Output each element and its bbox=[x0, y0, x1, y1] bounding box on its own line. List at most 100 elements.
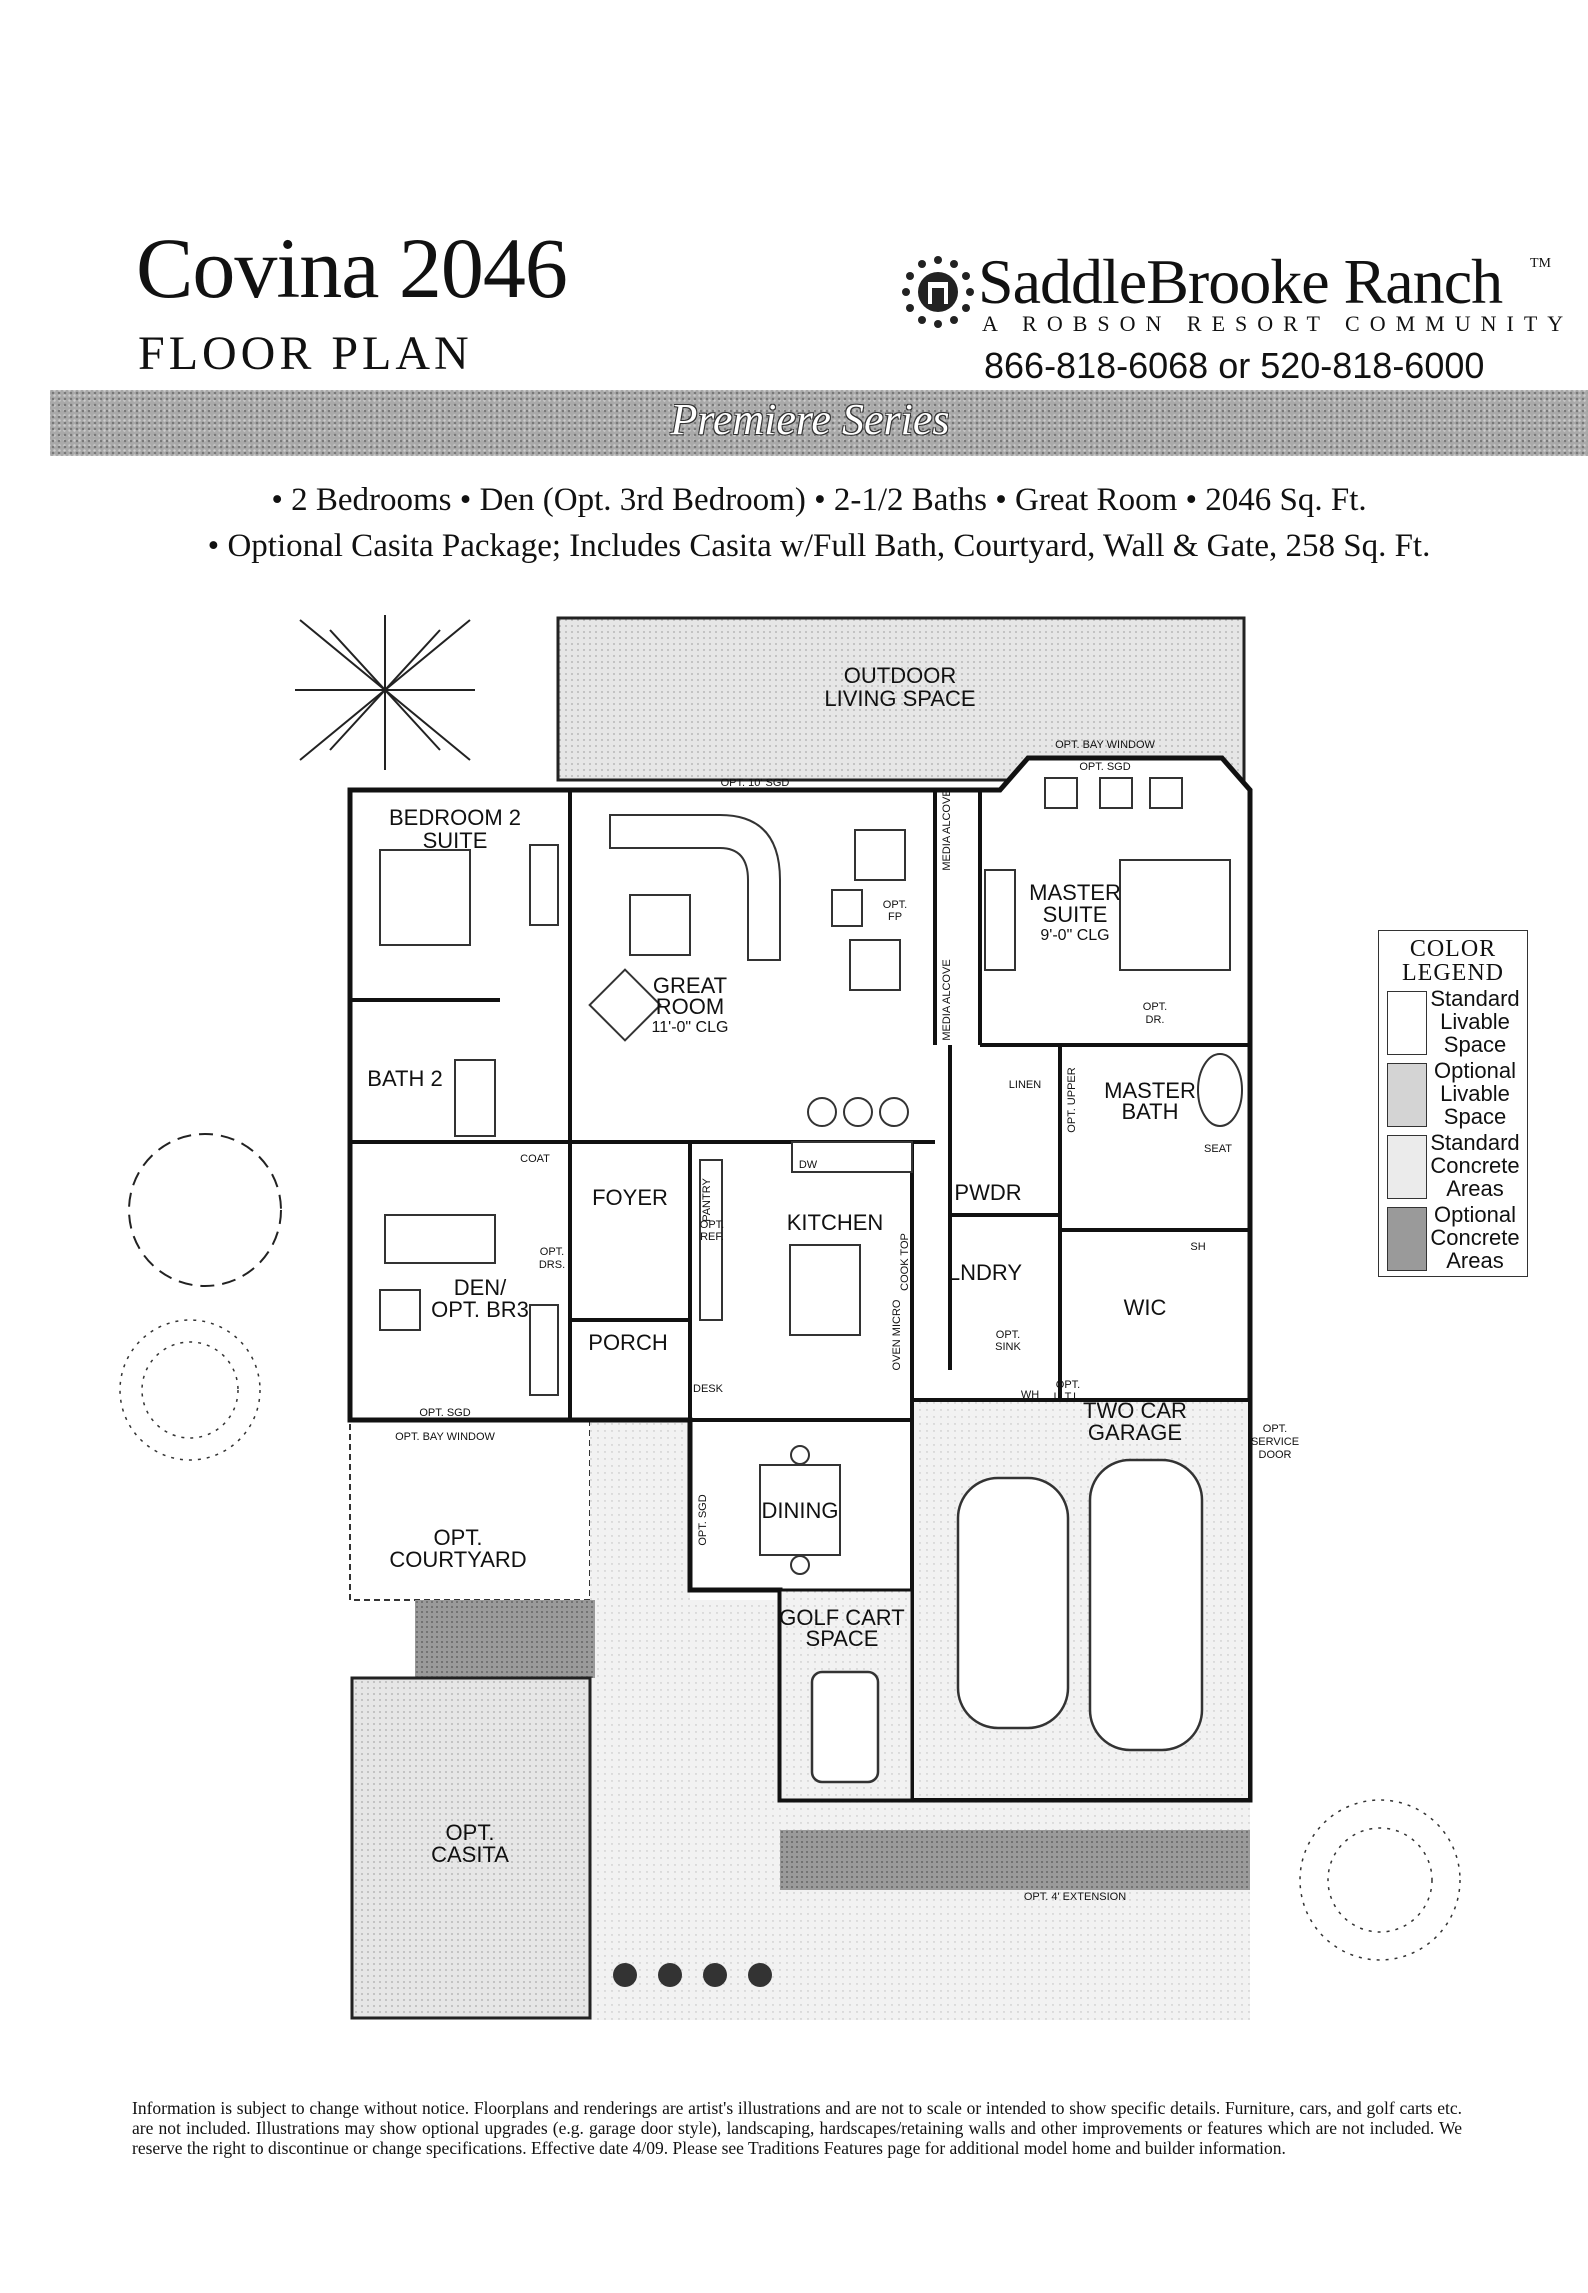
side-table bbox=[831, 889, 863, 927]
legend-swatch bbox=[1387, 1207, 1427, 1271]
garage-label-1: TWO CAR bbox=[1083, 1398, 1187, 1423]
note-opt-sgd-top: OPT. SGD bbox=[1079, 761, 1130, 773]
note-opt-service-door-3: DOOR bbox=[1259, 1449, 1292, 1461]
note-opt-bay-window-den: OPT. BAY WINDOW bbox=[395, 1431, 495, 1443]
outdoor-label-2: LIVING SPACE bbox=[824, 686, 975, 711]
note-opt-upper: OPT. UPPER bbox=[1066, 1067, 1078, 1132]
plan-subtitle: FLOOR PLAN bbox=[138, 327, 473, 380]
den-sofa bbox=[529, 1304, 559, 1396]
shrub-row bbox=[613, 1963, 772, 1987]
powder-label: PWDR bbox=[954, 1180, 1021, 1205]
legend-title: COLOR LEGEND bbox=[1379, 937, 1527, 985]
note-opt-service-door-2: SERVICE bbox=[1251, 1436, 1299, 1448]
legend-swatch bbox=[1387, 991, 1427, 1055]
den-label-2: OPT. BR3 bbox=[431, 1297, 529, 1322]
floor-plan: OUTDOOR LIVING SPACE BEDROOM 2 SUITE GRE… bbox=[119, 615, 1461, 2020]
kitchen-counter bbox=[791, 1141, 913, 1173]
note-media-alcove-1: MEDIA ALCOVE bbox=[941, 789, 953, 870]
pantry-counter bbox=[699, 1159, 723, 1321]
dining-chair-1 bbox=[790, 1445, 810, 1465]
note-opt-utl-1: OPT. bbox=[1056, 1379, 1080, 1391]
note-opt-bay-window-top: OPT. BAY WINDOW bbox=[1055, 739, 1155, 751]
master-bath-label-2: BATH bbox=[1121, 1099, 1178, 1124]
note-opt-sgd-dining: OPT. SGD bbox=[697, 1494, 709, 1545]
note-opt-service-door-1: OPT. bbox=[1263, 1423, 1287, 1435]
great-room-label-2: ROOM bbox=[656, 994, 724, 1019]
master-bed bbox=[1119, 859, 1231, 971]
features-line-2: • Optional Casita Package; Includes Casi… bbox=[207, 528, 1431, 564]
phone-numbers: 866-818-6068 or 520-818-6000 bbox=[984, 345, 1485, 386]
armchair-right bbox=[854, 829, 906, 881]
master-dresser bbox=[984, 869, 1016, 971]
bath2-label: BATH 2 bbox=[367, 1066, 442, 1091]
laundry-label: LNDRY bbox=[948, 1260, 1023, 1285]
disclaimer-text: Information is subject to change without… bbox=[132, 2098, 1462, 2158]
note-opt-drs-2: DRS. bbox=[539, 1259, 565, 1271]
outdoor-living-area bbox=[556, 616, 1246, 782]
golf-cart-label-2: SPACE bbox=[806, 1626, 879, 1651]
note-opt-10-sgd: OPT. 10' SGD bbox=[721, 777, 790, 789]
kitchen-label: KITCHEN bbox=[787, 1210, 884, 1235]
shrub-cluster-right bbox=[1299, 1799, 1461, 1961]
great-room-label-3: 11'-0" CLG bbox=[652, 1019, 729, 1036]
note-opt-ref-2: REF. bbox=[700, 1231, 724, 1243]
note-coat: COAT bbox=[520, 1153, 550, 1165]
bath2-tub bbox=[454, 1059, 496, 1137]
front-walk bbox=[590, 1600, 780, 2020]
den-label-1: DEN/ bbox=[454, 1275, 507, 1300]
series-banner bbox=[50, 390, 1588, 456]
tree-symbol bbox=[295, 615, 475, 770]
master-chair-2 bbox=[1099, 777, 1133, 809]
dining-label: DINING bbox=[762, 1498, 839, 1523]
master-chair-3 bbox=[1149, 777, 1183, 809]
casita-area bbox=[350, 1676, 592, 2020]
series-label: Premiere Series bbox=[670, 395, 950, 444]
foyer-label: FOYER bbox=[592, 1185, 668, 1210]
casita-label-2: CASITA bbox=[431, 1842, 509, 1867]
note-opt-utl-2: U.T.L. bbox=[1054, 1391, 1083, 1403]
legend-title-line-2: LEGEND bbox=[1402, 960, 1504, 986]
bedroom2-label-2: SUITE bbox=[423, 828, 488, 853]
master-tub bbox=[1197, 1053, 1243, 1127]
great-room-label-1: GREAT bbox=[653, 973, 727, 998]
note-oven-micro: OVEN MICRO bbox=[891, 1299, 903, 1370]
garage-label-2: GARAGE bbox=[1088, 1420, 1182, 1445]
note-cook-top: COOK TOP bbox=[899, 1233, 911, 1291]
note-seat: SEAT bbox=[1204, 1143, 1232, 1155]
note-pantry: PANTRY bbox=[701, 1178, 713, 1222]
note-opt-sink-2: SINK bbox=[995, 1341, 1021, 1353]
note-opt-4-extension: OPT. 4' EXTENSION bbox=[1024, 1891, 1126, 1903]
note-linen: LINEN bbox=[1009, 1079, 1041, 1091]
note-sh: SH bbox=[1190, 1241, 1205, 1253]
master-suite-label-2: SUITE bbox=[1043, 902, 1108, 927]
garage-extension bbox=[780, 1830, 1250, 1890]
master-chair-1 bbox=[1044, 777, 1078, 809]
brand-logo bbox=[902, 256, 974, 328]
armchair-right-2 bbox=[849, 939, 901, 991]
plan-title: Covina 2046 bbox=[136, 220, 568, 316]
note-opt-fp-1: OPT. bbox=[883, 899, 907, 911]
golf-cart bbox=[810, 1670, 880, 1784]
dining-table bbox=[759, 1464, 841, 1556]
note-media-alcove-2: MEDIA ALCOVE bbox=[941, 959, 953, 1040]
car-left bbox=[956, 1476, 1070, 1730]
shrub-cluster-left bbox=[119, 1319, 261, 1461]
brand-tagline: A ROBSON RESORT COMMUNITY bbox=[982, 311, 1574, 336]
sectional-sofa bbox=[609, 814, 781, 961]
legend-swatch bbox=[1387, 1135, 1427, 1199]
legend-title-line-1: COLOR bbox=[1409, 936, 1497, 962]
bedroom2-dresser bbox=[529, 844, 559, 926]
coffee-table bbox=[629, 894, 691, 956]
bar-stool-3 bbox=[879, 1097, 909, 1127]
brand-name: SaddleBrooke Ranch bbox=[978, 246, 1503, 317]
den-desk bbox=[384, 1214, 496, 1264]
note-opt-fp-2: FP bbox=[888, 911, 902, 923]
car-right bbox=[1088, 1458, 1204, 1752]
